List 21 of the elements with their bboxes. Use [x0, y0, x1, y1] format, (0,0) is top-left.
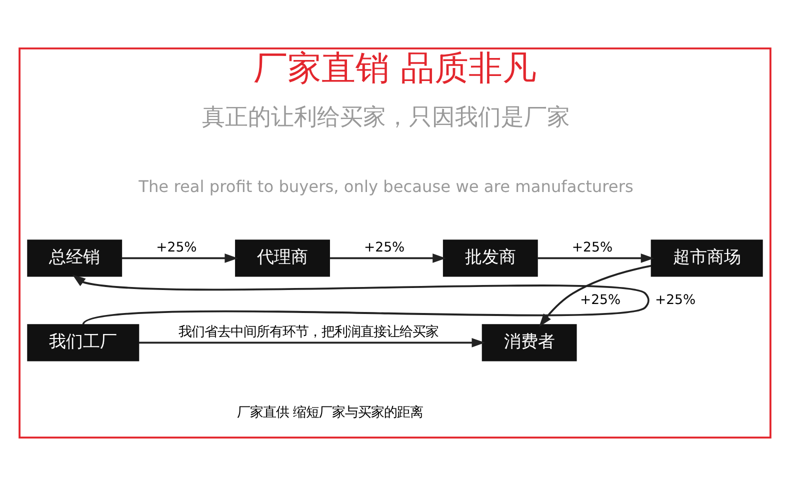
edge-label: +25%: [580, 292, 621, 308]
node-box: 批发商: [442, 240, 538, 277]
node-box: 我们工厂: [27, 324, 140, 362]
edge-label: +25%: [364, 240, 405, 256]
arrow: [330, 254, 446, 263]
label: 厂家直供 缩短厂家与买家的距离: [236, 405, 424, 420]
node-box: 超市商场: [650, 240, 763, 277]
edge-label: +25%: [156, 240, 197, 256]
label: 真正的让利给买家，只因我们是厂家: [202, 104, 570, 131]
edge-label: +25%: [572, 240, 613, 256]
edge-label: 我们省去中间所有环节，把利润直接让给买家: [178, 325, 438, 340]
arrow: [72, 274, 648, 326]
arrow: [138, 338, 486, 348]
edge-label: +25%: [654, 292, 696, 308]
arrow: [122, 254, 238, 263]
node-box: 消费者: [482, 324, 577, 362]
node-box: 总经销: [27, 240, 122, 277]
node-box: 代理商: [235, 240, 330, 277]
arrow: [539, 264, 652, 327]
label: The real profit to buyers, only because we are manufacturers: [138, 176, 634, 196]
arrow: [538, 254, 654, 263]
